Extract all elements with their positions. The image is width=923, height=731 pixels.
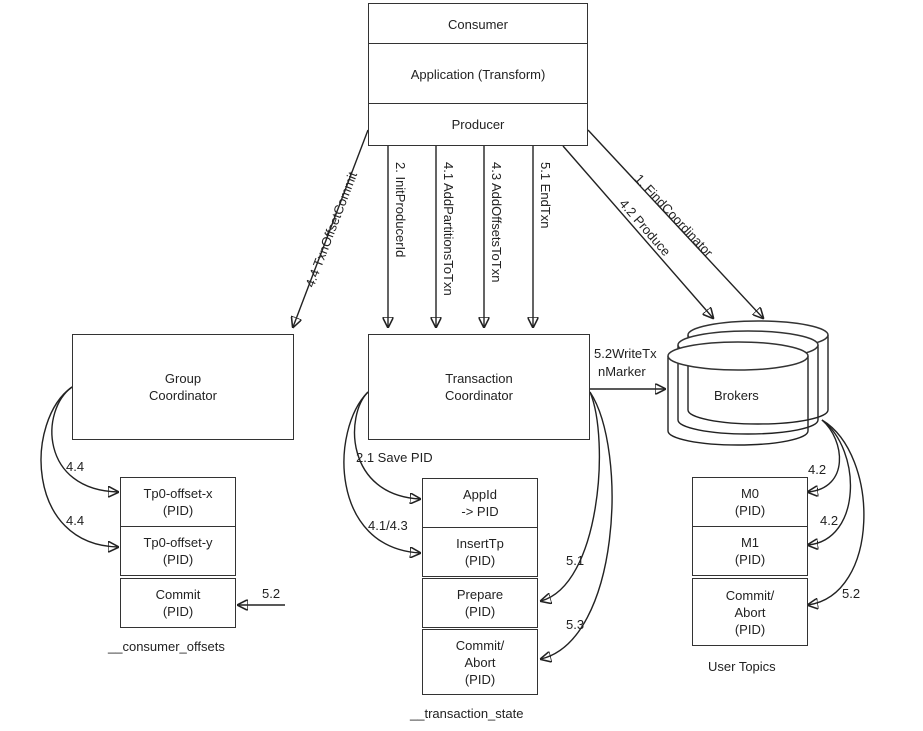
arrow-save-pid	[353, 391, 420, 499]
arrow-produce	[562, 145, 713, 318]
state-cell-prepare: Prepare (PID)	[422, 578, 538, 628]
label-group-5-2: 5.2	[262, 586, 281, 601]
state-cell-commit-abort: Commit/ Abort (PID)	[422, 629, 538, 695]
topics-cell-commit-abort-line-2: Abort	[734, 604, 766, 620]
state-cell-inserttp: InsertTp (PID)	[422, 527, 538, 577]
arrow-commit-abort-user	[808, 419, 865, 605]
arrow-prepare	[541, 391, 601, 601]
offsets-cell-commit-line-2: (PID)	[162, 604, 194, 619]
user-topics-caption: User Topics	[708, 659, 776, 674]
arrow-m1	[808, 419, 851, 545]
topics-cell-commit-abort-line-1: Commit/	[725, 587, 775, 603]
arrow-group-offset-y	[40, 386, 118, 547]
state-cell-appid: AppId -> PID	[422, 478, 538, 528]
transaction-coordinator-line-1: Transaction	[445, 371, 513, 386]
state-cell-inserttp-line-2: (PID)	[464, 553, 496, 568]
consumer-box: Consumer	[368, 3, 588, 45]
offsets-cell-y-line-1: Tp0-offset-y	[143, 535, 213, 550]
producer-box: Producer	[368, 103, 588, 146]
offsets-cell-x: Tp0-offset-x (PID)	[120, 477, 236, 527]
brokers-label: Brokers	[714, 388, 759, 403]
label-write-txn-marker-2: nMarker	[598, 364, 646, 379]
label-topics-4-2-a: 4.2	[808, 462, 827, 477]
label-txn-5-3: 5.3	[566, 617, 585, 632]
offsets-cell-commit-line-1: Commit	[155, 587, 201, 602]
group-coordinator-line-2: Coordinator	[149, 388, 217, 403]
label-group-4-4-b: 4.4	[66, 513, 85, 528]
application-box: Application (Transform)	[368, 43, 588, 105]
state-cell-inserttp-line-1: InsertTp	[456, 536, 504, 551]
state-cell-appid-line-2: -> PID	[461, 504, 499, 519]
brokers-cylinder-front	[667, 341, 809, 446]
state-cell-prepare-line-1: Prepare	[456, 587, 504, 602]
offsets-cell-y: Tp0-offset-y (PID)	[120, 526, 236, 576]
offsets-cell-y-line-2: (PID)	[162, 552, 194, 567]
label-group-4-4-a: 4.4	[66, 459, 85, 474]
label-save-pid: 2.1 Save PID	[356, 450, 433, 465]
group-coordinator-line-1: Group	[164, 371, 202, 386]
topics-cell-commit-abort-line-3: (PID)	[734, 621, 766, 637]
state-cell-commit-abort-line-2: Abort	[464, 654, 496, 670]
label-write-txn-marker-1: 5.2WriteTx	[594, 346, 657, 361]
offsets-cell-x-line-1: Tp0-offset-x	[143, 486, 213, 501]
topics-cell-m1-line-2: (PID)	[734, 552, 766, 567]
arrow-insert-tp	[343, 391, 420, 553]
arrow-group-offset-x	[51, 386, 118, 492]
transaction-coordinator-box: Transaction Coordinator	[368, 334, 590, 440]
topics-cell-m1-line-1: M1	[740, 535, 760, 550]
label-topics-5-2: 5.2	[842, 586, 861, 601]
label-topics-4-2-b: 4.2	[820, 513, 839, 528]
topics-cell-m1: M1 (PID)	[692, 526, 808, 576]
label-add-offsets: 4.3 AddOffsetsToTxn	[489, 162, 504, 283]
label-end-txn: 5.1 EndTxn	[538, 162, 553, 229]
topics-cell-m0-line-2: (PID)	[734, 503, 766, 518]
producer-label: Producer	[451, 117, 505, 132]
arrow-find-coordinator	[587, 129, 763, 318]
state-cell-commit-abort-line-1: Commit/	[455, 637, 505, 653]
label-txn-4-1-4-3: 4.1/4.3	[368, 518, 408, 533]
consumer-label: Consumer	[448, 16, 508, 32]
state-cell-appid-line-1: AppId	[463, 487, 497, 502]
consumer-offsets-caption: __consumer_offsets	[108, 639, 225, 654]
arrow-txn-offset-commit	[293, 129, 369, 327]
label-txn-5-1: 5.1	[566, 553, 585, 568]
state-cell-prepare-line-2: (PID)	[464, 604, 496, 619]
offsets-cell-x-line-2: (PID)	[162, 503, 194, 518]
topics-cell-commit-abort: Commit/ Abort (PID)	[692, 578, 808, 646]
arrow-m0	[808, 419, 841, 492]
label-init-producer-id: 2. InitProducerId	[393, 162, 408, 258]
state-cell-commit-abort-line-3: (PID)	[464, 671, 496, 687]
transaction-coordinator-line-2: Coordinator	[445, 388, 513, 403]
label-add-partitions: 4.1 AddPartitionsToTxn	[441, 162, 456, 296]
group-coordinator-box: Group Coordinator	[72, 334, 294, 440]
topics-cell-m0-line-1: M0	[740, 486, 760, 501]
application-label: Application (Transform)	[410, 66, 546, 82]
arrow-commit-abort-txn	[541, 391, 613, 659]
transaction-state-caption: __transaction_state	[410, 706, 524, 721]
topics-cell-m0: M0 (PID)	[692, 477, 808, 527]
offsets-cell-commit: Commit (PID)	[120, 578, 236, 628]
